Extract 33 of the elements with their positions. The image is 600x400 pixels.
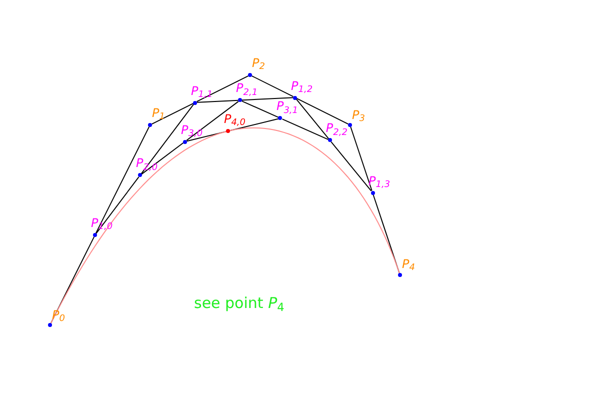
point-label: P$_{1}$ [152,106,165,120]
note-text: see point P$_{4}$ [194,294,284,312]
line-segment [229,118,279,132]
point-label: P$_{0}$ [52,308,65,322]
point-label: P$_{3,1}$ [276,99,298,114]
point-label: P$_{2,1}$ [236,81,258,96]
point-label: P$_{2}$ [252,56,265,70]
point-label: P$_{3}$ [352,108,365,122]
line-segment [151,102,194,125]
line-segment [196,75,249,102]
bezier-curve [227,127,400,276]
line-segment [372,194,400,274]
point-label: P$_{1,2}$ [291,78,313,92]
line-segment [141,142,184,175]
line-segment [241,100,280,118]
point-label: P$_{4,0}$ [224,112,246,126]
point-label: P$_{1,1}$ [191,84,213,98]
line-segment [186,100,239,141]
line-segment [140,104,194,174]
line-segment [296,98,349,125]
line-segment [350,126,372,192]
line-segment [282,118,329,140]
point-label: P$_{1,3}$ [368,174,390,188]
bezier-curve [50,130,228,326]
point-label: P$_{4}$ [402,257,415,271]
line-segment [196,100,238,103]
line-segment [251,75,294,98]
point-label: P$_{2,2}$ [326,121,348,136]
line-segment [242,97,294,101]
line-segment [96,176,140,234]
line-segment [330,141,372,192]
line-segment [95,126,150,234]
line-segment [296,98,330,140]
